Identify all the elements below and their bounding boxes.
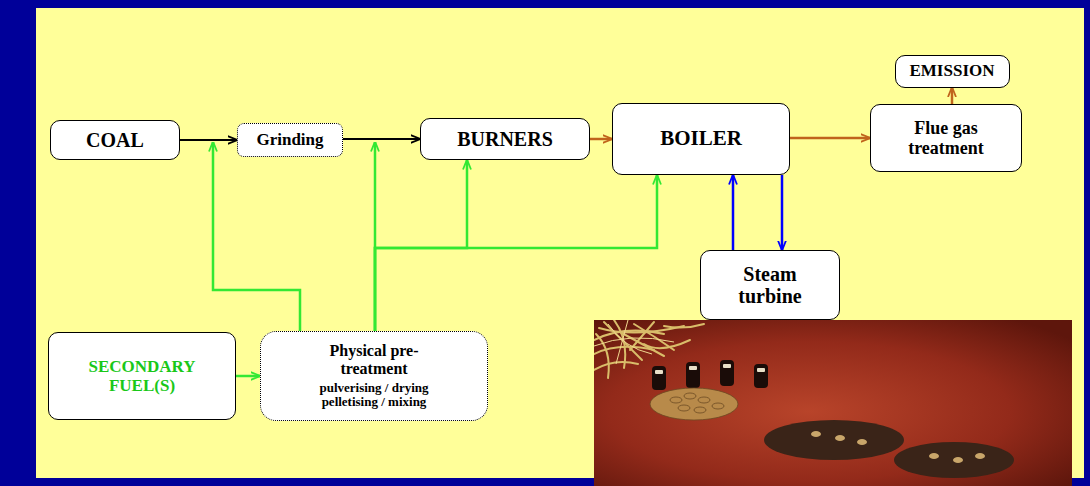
- flow-arrow: [375, 175, 657, 331]
- flow-arrow: [213, 142, 300, 331]
- biomass-photo: [594, 320, 1072, 486]
- process-box: Steam turbine: [700, 250, 840, 320]
- flow-arrow: [790, 137, 870, 140]
- process-box: BURNERS: [420, 118, 590, 160]
- node-label: Steam turbine: [722, 263, 818, 308]
- node-label: Physical pre-treatment: [299, 342, 449, 378]
- node-label: BURNERS: [457, 128, 553, 150]
- node-detail: pulverising / drying pelletising / mixin…: [290, 381, 458, 410]
- process-box: Physical pre-treatment pulverising / dryi…: [260, 331, 488, 421]
- output-box: EMISSION: [895, 55, 1010, 88]
- flow-arrow: [375, 160, 467, 331]
- flow-arrow: [343, 138, 420, 140]
- node-label: BOILER: [660, 127, 742, 151]
- flow-arrow: [236, 375, 260, 378]
- node-label: Grinding: [256, 130, 323, 149]
- flow-arrow: [781, 175, 784, 250]
- process-box: Grinding: [237, 123, 343, 157]
- fuel-box: COAL: [50, 120, 180, 160]
- node-label: Flue gas treatment: [890, 118, 1002, 158]
- flow-arrow: [180, 139, 237, 141]
- node-label: SECONDARY FUEL(S): [77, 357, 207, 395]
- flow-arrow: [732, 175, 735, 250]
- flow-arrow: [951, 88, 954, 105]
- node-label: EMISSION: [909, 61, 994, 80]
- fuel-box: SECONDARY FUEL(S): [48, 332, 236, 420]
- flow-arrow: [590, 138, 612, 141]
- process-box: Flue gas treatment: [870, 104, 1022, 172]
- node-label: COAL: [86, 129, 144, 151]
- process-box: BOILER: [612, 103, 790, 175]
